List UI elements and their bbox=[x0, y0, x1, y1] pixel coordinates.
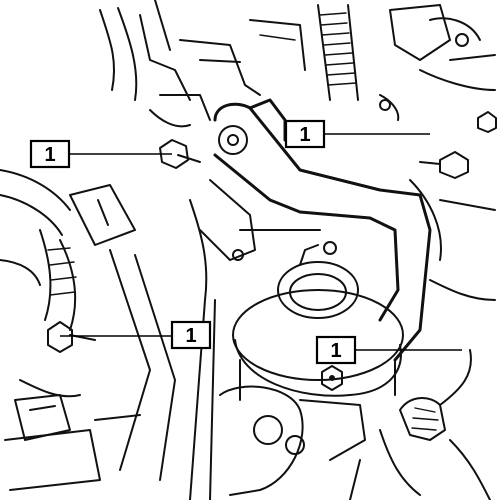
callout-label: 1 bbox=[185, 325, 196, 347]
callout-box bbox=[170, 320, 212, 350]
callout-1-top-left: 1 bbox=[29, 139, 172, 169]
callout-label: 1 bbox=[44, 144, 55, 166]
lower-components bbox=[219, 349, 491, 500]
background-structure bbox=[0, 0, 497, 491]
callout-label: 1 bbox=[330, 340, 341, 362]
callout-box bbox=[315, 335, 357, 365]
callout-label: 1 bbox=[299, 124, 310, 146]
callout-1-middle-right: 1 bbox=[315, 335, 462, 365]
callout-1-middle-left: 1 bbox=[60, 320, 212, 350]
engine-mount bbox=[232, 241, 404, 401]
callout-box bbox=[29, 139, 71, 169]
callout-1-top-right: 1 bbox=[284, 119, 430, 149]
mount-bracket bbox=[189, 98, 432, 500]
callout-box bbox=[284, 119, 326, 149]
